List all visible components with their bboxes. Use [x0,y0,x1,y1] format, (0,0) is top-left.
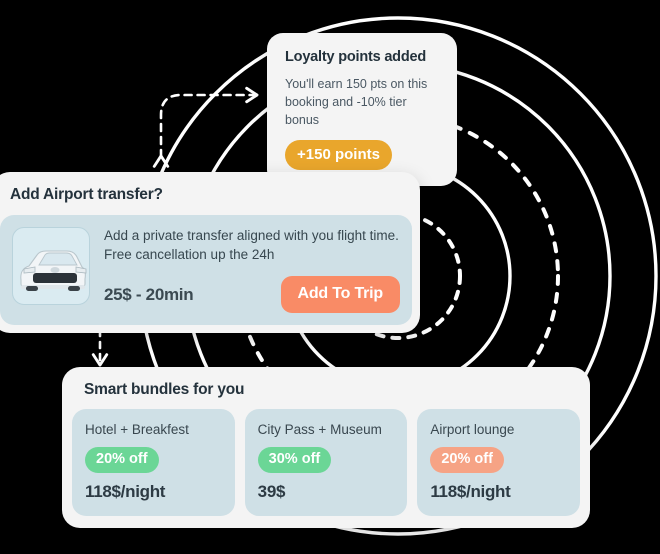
bundles-card-title: Smart bundles for you [84,381,245,398]
bundle-discount-badge: 20% off [430,447,504,473]
loyalty-points-badge: +150 points [285,140,392,171]
bundle-price: 39$ [257,481,286,501]
car-icon [20,250,87,291]
bundles-list: Hotel + Breakfest 20% off 118$/night Cit… [72,409,581,516]
bundle-item[interactable]: Airport lounge 20% off 118$/night [417,409,581,516]
add-to-trip-button[interactable]: Add To Trip [280,276,400,314]
airport-transfer-card: Add Airport transfer? [0,172,420,334]
smart-bundles-card: Smart bundles for you Hotel + Breakfest … [62,367,590,528]
loyalty-card-body: You'll earn 150 pts on this booking and … [285,77,428,128]
transfer-price: 25$ - 20min [104,284,194,304]
bundle-item[interactable]: Hotel + Breakfest 20% off 118$/night [72,409,235,516]
bundle-discount-badge: 20% off [85,447,159,473]
transfer-details: Add a private transfer aligned with you … [104,227,400,314]
transfer-action-row: 25$ - 20min Add To Trip [104,276,400,314]
transfer-offer-panel: Add a private transfer aligned with you … [0,215,412,326]
loyalty-card-title: Loyalty points added [285,49,427,65]
loyalty-points-card: Loyalty points added You'll earn 150 pts… [267,33,457,187]
transfer-card-title: Add Airport transfer? [10,186,163,203]
car-photo-thumbnail [12,227,90,305]
bundle-name: City Pass + Museum [257,422,382,437]
connector-elbow-arrow [152,86,259,168]
bundle-price: 118$/night [85,481,166,501]
bundle-name: Airport lounge [430,422,515,437]
bundle-item[interactable]: City Pass + Museum 30% off 39$ [244,409,408,516]
bundle-price: 118$/night [430,481,511,501]
transfer-description: Add a private transfer aligned with you … [104,228,399,262]
bundle-discount-badge: 30% off [257,447,332,473]
bundle-name: Hotel + Breakfest [85,422,189,437]
